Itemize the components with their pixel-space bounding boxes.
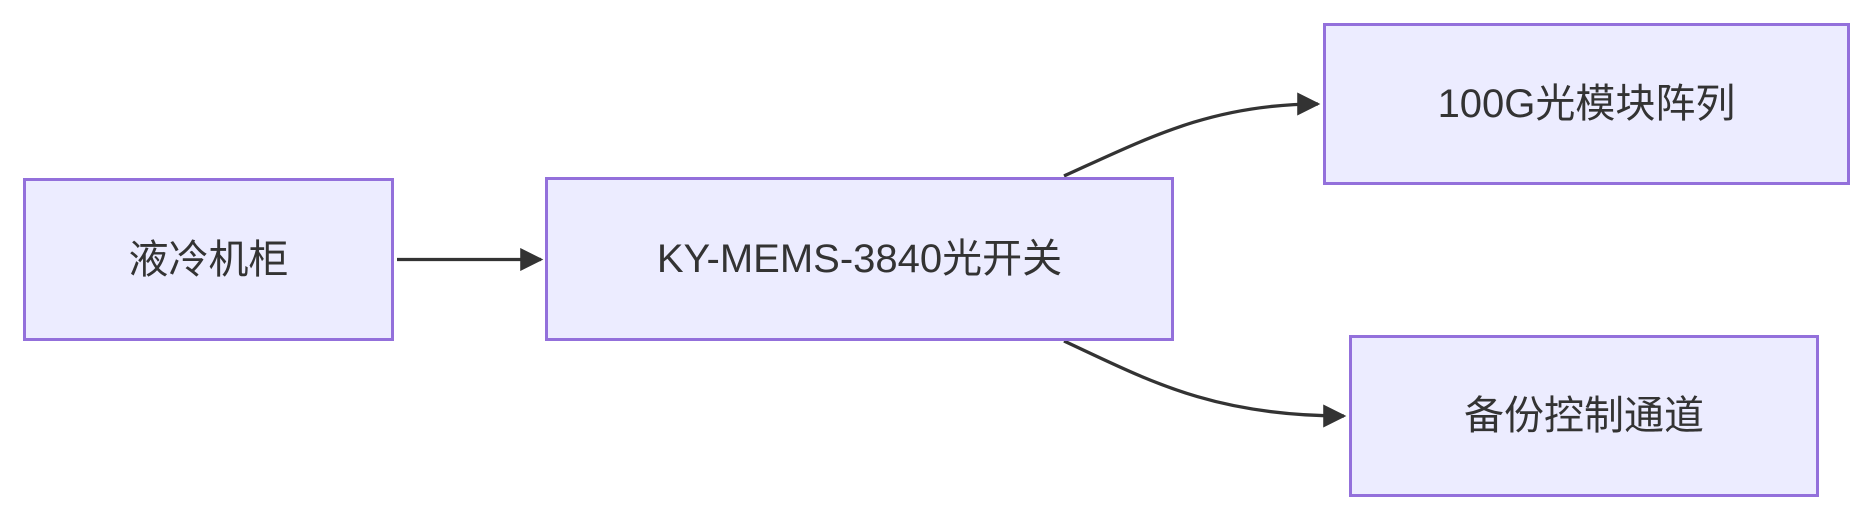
node-label: 100G光模块阵列 <box>1437 82 1736 126</box>
node-liquid-cooling-cabinet: 液冷机柜 <box>23 178 394 341</box>
node-label: KY-MEMS-3840光开关 <box>656 237 1063 281</box>
node-100g-optical-module-array: 100G光模块阵列 <box>1323 23 1850 185</box>
node-ky-mems-3840-optical-switch: KY-MEMS-3840光开关 <box>545 177 1174 341</box>
node-label: 备份控制通道 <box>1464 394 1704 438</box>
edge-switch-to-backup <box>1063 339 1347 428</box>
node-backup-control-channel: 备份控制通道 <box>1349 335 1819 497</box>
node-label: 液冷机柜 <box>128 237 289 282</box>
edge-switch-to-modules <box>1063 92 1321 178</box>
